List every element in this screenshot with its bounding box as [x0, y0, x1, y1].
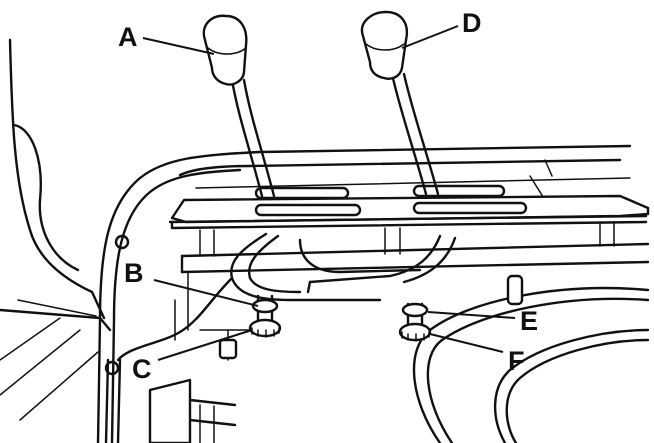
leader-a	[142, 37, 215, 55]
lever-knob-left[interactable]	[202, 14, 248, 86]
adjusting-knob-left[interactable]	[248, 318, 282, 338]
leader-f	[429, 333, 504, 353]
lever-rail	[168, 184, 650, 230]
lever-slot-right	[412, 184, 506, 198]
adjusting-knob-right[interactable]	[398, 322, 432, 342]
lever-slot-left-lower	[254, 203, 362, 217]
seat-outline	[0, 38, 112, 421]
leader-d	[401, 25, 459, 49]
lever-slot-left	[254, 186, 350, 200]
lock-nut-left[interactable]	[251, 298, 279, 314]
lever-knob-right[interactable]	[360, 10, 409, 80]
callout-d: D	[462, 8, 482, 38]
adjuster-right[interactable]	[398, 302, 432, 342]
callout-b: B	[124, 258, 144, 288]
lever-left[interactable]	[202, 14, 276, 198]
callout-c: C	[132, 354, 152, 384]
leader-e	[427, 311, 516, 319]
callout-a: A	[118, 22, 138, 52]
console-body	[96, 144, 632, 443]
leader-b	[153, 279, 259, 307]
callout-leaders	[142, 25, 516, 361]
lower-bracket	[148, 378, 237, 443]
adjuster-left[interactable]	[248, 294, 282, 338]
leader-c	[157, 329, 253, 361]
callout-e: E	[520, 306, 538, 336]
callout-f: F	[508, 346, 525, 376]
linkage-cables	[104, 232, 650, 443]
lower-frame	[174, 221, 650, 341]
lever-slot-right-lower	[412, 201, 528, 215]
lock-nut-right[interactable]	[401, 302, 429, 318]
lever-right[interactable]	[360, 10, 440, 196]
